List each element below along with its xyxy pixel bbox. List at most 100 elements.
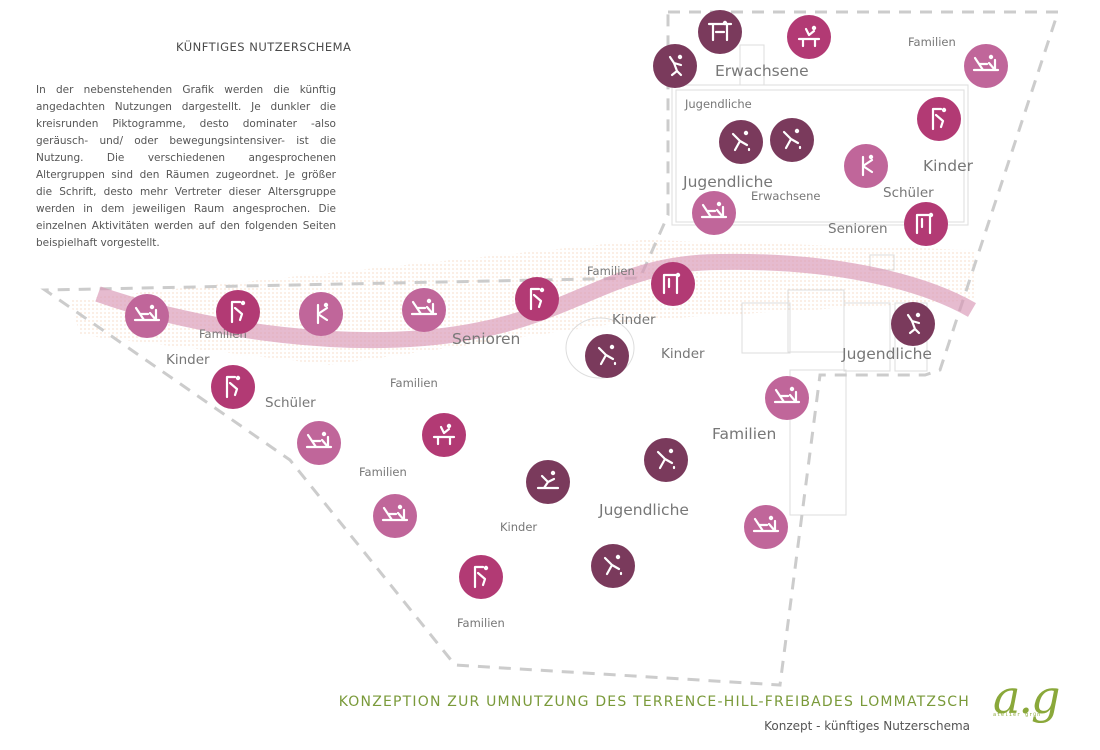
building-outline [671,84,969,226]
user-group-label: Familien [712,425,776,443]
logo-subtitle: atelier grün [993,712,1042,718]
table-tennis-pictogram [422,413,466,457]
soccer-icon [597,346,617,366]
soccer-icon [782,130,802,150]
volleyball-pictogram [891,302,935,346]
figure-head [789,386,795,392]
boule-icon [316,303,329,325]
climbing-icon [225,375,239,399]
picnic-icon [752,517,780,533]
soccer-pictogram [770,118,814,162]
atelier-gruen-logo: a.g atelier grün [985,670,1085,742]
playground-pictogram [651,262,695,306]
path-curve [95,253,976,349]
volleyball-pictogram [653,44,697,88]
soccer-icon [656,450,676,470]
pictogram-circle [744,505,788,549]
figure-head [675,272,681,278]
skateboard-icon [536,474,560,490]
figure-head [677,54,683,60]
picnic-pictogram [765,376,809,420]
pictogram-circle [844,144,888,188]
user-group-label: Senioren [828,221,888,237]
pictogram-circle [692,191,736,235]
table-tennis-icon [432,425,456,446]
figure-head [928,212,934,218]
picnic-icon [773,388,801,404]
picnic-pictogram [373,494,417,538]
picnic-icon [381,506,409,522]
user-group-label: Kinder [661,346,705,362]
climbing-pictogram [917,97,961,141]
figure-head [615,554,621,560]
user-group-label: Familien [908,35,956,49]
user-group-label: Erwachsene [715,62,809,80]
boule-pictogram [844,144,888,188]
figure-head [426,298,432,304]
figure-head [149,304,155,310]
user-group-label: Schüler [883,185,934,201]
intro-text: In der nebenstehenden Grafik werden die … [36,84,336,249]
user-group-label: Kinder [166,352,210,368]
figure-head [235,375,241,381]
figure-head [811,25,817,31]
figure-head [240,300,246,306]
pictogram-circle [651,262,695,306]
skateboard-pictogram [526,460,570,504]
user-group-label: Familien [390,376,438,390]
soccer-icon [603,556,623,576]
figure-head [722,20,728,26]
user-group-label: Familien [587,264,635,278]
building-outline [675,89,965,223]
main-path [95,253,976,349]
figure-head [743,130,749,136]
climbing-pictogram [211,365,255,409]
figure-head [915,312,921,318]
user-group-label: Jugendliche [684,97,752,111]
figure-head [446,423,452,429]
footer-subtitle: Konzept - künftiges Nutzerschema [764,719,970,733]
pictogram-circle [422,413,466,457]
climbing-pictogram [459,555,503,599]
user-group-label: Jugendliche [841,345,932,363]
user-group-label: Familien [457,616,505,630]
figure-head [609,344,615,350]
picnic-icon [700,203,728,219]
pictogram-circle [299,292,343,336]
pictogram-circle [373,494,417,538]
soccer-pictogram [644,438,688,482]
user-group-label: Jugendliche [598,501,689,519]
building-outline [789,369,847,516]
picnic-pictogram [744,505,788,549]
table-tennis-pictogram [787,15,831,59]
playground-pictogram [904,202,948,246]
figure-head [397,504,403,510]
picnic-icon [410,300,438,316]
picnic-pictogram [125,294,169,338]
pictogram-circle [297,421,341,465]
figure-head [668,448,674,454]
picnic-pictogram [402,288,446,332]
climbing-pictogram [515,277,559,321]
intro-title: KÜNFTIGES NUTZERSCHEMA [176,40,352,54]
figure-head [539,287,545,293]
user-group-label: Jugendliche [682,173,773,191]
figure-head [323,302,329,308]
figure-head [550,470,556,476]
user-group-label: Erwachsene [751,189,821,203]
user-group-label: Kinder [923,157,974,175]
footer-title: KONZEPTION ZUR UMNUTZUNG DES TERRENCE-HI… [338,694,970,710]
picnic-pictogram [297,421,341,465]
round-structure-outline [565,317,635,379]
figure-head [941,107,947,113]
soccer-pictogram [719,120,763,164]
figure-head [321,431,327,437]
figure-head [483,565,489,571]
user-group-labels: FamilienErwachseneJugendlicheKinderJugen… [166,35,974,630]
usage-pictograms [125,10,1008,599]
boule-pictogram [299,292,343,336]
basketball-pictogram [698,10,742,54]
figure-head [868,154,874,160]
